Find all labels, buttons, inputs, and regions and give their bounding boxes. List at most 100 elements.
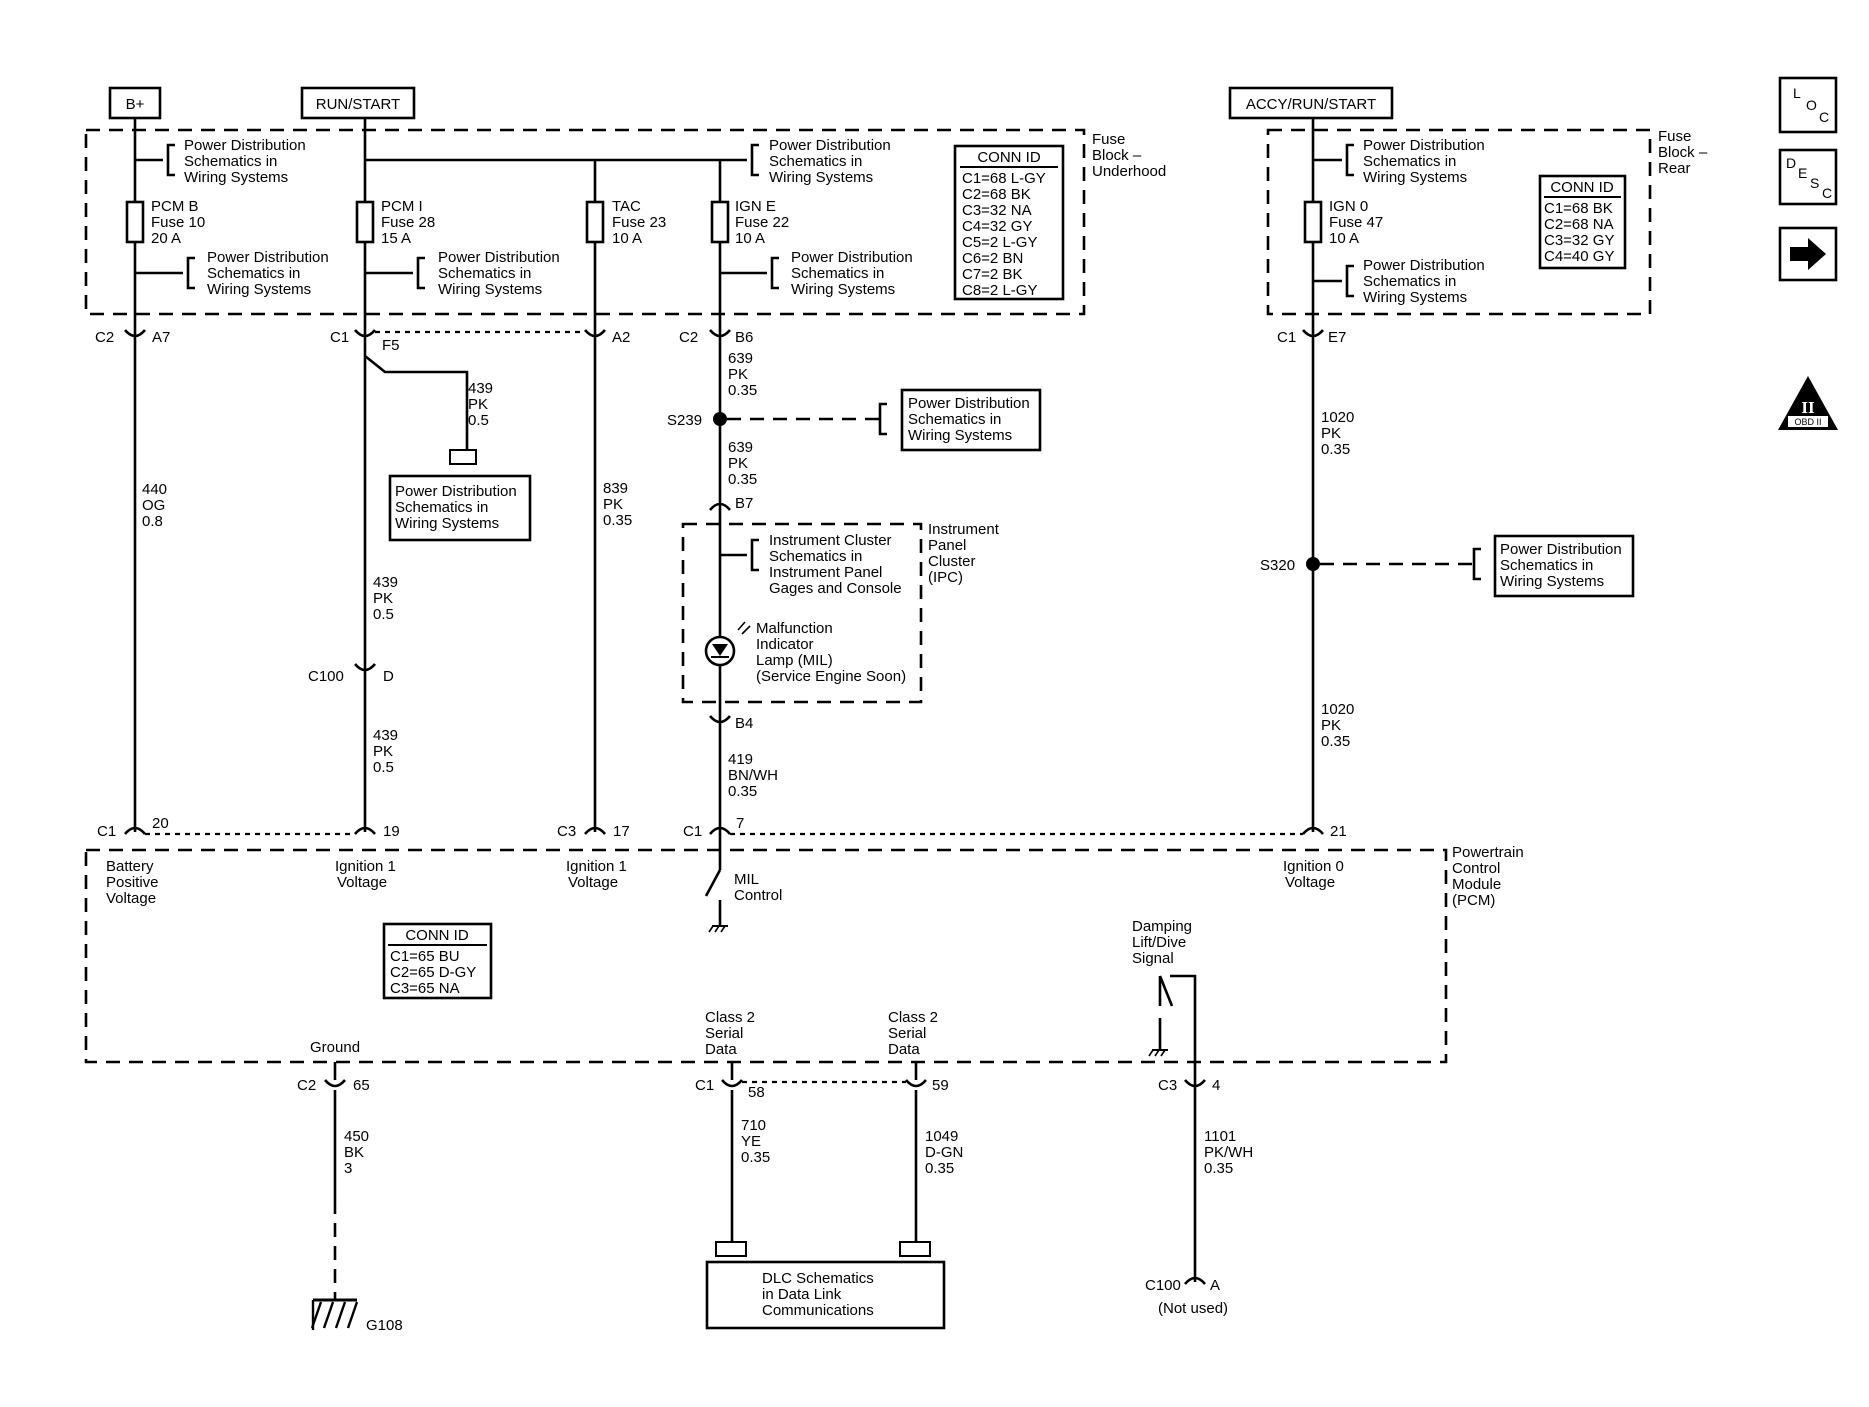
svg-text:Wiring Systems: Wiring Systems bbox=[1363, 169, 1467, 186]
wire-439-branch: 439 PK 0.5 bbox=[468, 380, 493, 429]
svg-text:Gages and Console: Gages and Console bbox=[769, 580, 902, 597]
svg-text:S320: S320 bbox=[1260, 557, 1295, 574]
svg-text:C4=32 GY: C4=32 GY bbox=[962, 218, 1032, 235]
svg-text:CONN ID: CONN ID bbox=[977, 149, 1041, 166]
conn-label-c3-damping: C3 bbox=[1158, 1077, 1177, 1094]
svg-text:C1=68 L-GY: C1=68 L-GY bbox=[962, 170, 1046, 187]
pcm-damping-signal: Damping Lift/Dive Signal bbox=[1132, 918, 1197, 1090]
conn-label-c1-a: C1 bbox=[330, 329, 349, 346]
next-arrow-button[interactable] bbox=[1778, 226, 1838, 282]
source-bplus: B+ bbox=[108, 86, 162, 120]
svg-text:D-GN: D-GN bbox=[925, 1144, 963, 1161]
svg-text:Block –: Block – bbox=[1658, 144, 1708, 161]
svg-text:0.35: 0.35 bbox=[1204, 1160, 1233, 1177]
wire-839: 839 PK 0.35 bbox=[603, 480, 632, 529]
svg-text:Fuse 28: Fuse 28 bbox=[381, 214, 435, 231]
svg-text:Data: Data bbox=[705, 1041, 737, 1058]
svg-text:839: 839 bbox=[603, 480, 628, 497]
svg-text:Power Distribution: Power Distribution bbox=[207, 249, 329, 266]
svg-text:639: 639 bbox=[728, 350, 753, 367]
conn-label-b6: B6 bbox=[735, 329, 753, 346]
svg-text:439: 439 bbox=[373, 727, 398, 744]
wire-450: 450 BK 3 bbox=[344, 1128, 369, 1177]
svg-text:0.35: 0.35 bbox=[728, 783, 757, 800]
wire-439-lower: 439 PK 0.5 bbox=[373, 727, 398, 776]
svg-text:C4=40 GY: C4=40 GY bbox=[1544, 248, 1614, 265]
conn-label-c2-b: C2 bbox=[679, 329, 698, 346]
svg-text:Schematics in: Schematics in bbox=[1363, 273, 1456, 290]
svg-text:Wiring Systems: Wiring Systems bbox=[207, 281, 311, 298]
svg-text:Signal: Signal bbox=[1132, 950, 1174, 967]
svg-text:B7: B7 bbox=[735, 495, 753, 512]
svg-text:Wiring Systems: Wiring Systems bbox=[184, 169, 288, 186]
svg-text:10 A: 10 A bbox=[735, 230, 765, 247]
pin-label-7: 7 bbox=[736, 815, 744, 832]
svg-text:C1=68 BK: C1=68 BK bbox=[1544, 200, 1613, 217]
svg-text:S: S bbox=[1810, 175, 1819, 191]
svg-text:Schematics in: Schematics in bbox=[1500, 557, 1593, 574]
svg-text:Ignition 1: Ignition 1 bbox=[566, 858, 627, 875]
svg-text:C2=68 NA: C2=68 NA bbox=[1544, 216, 1614, 233]
wire-440: 440 OG 0.8 bbox=[142, 481, 167, 530]
svg-text:C5=2 L-GY: C5=2 L-GY bbox=[962, 234, 1037, 251]
svg-text:1020: 1020 bbox=[1321, 701, 1354, 718]
source-runstart: RUN/START bbox=[300, 86, 416, 120]
desc-button[interactable]: D E S C bbox=[1778, 148, 1838, 206]
conn-label-d: D bbox=[383, 668, 394, 685]
svg-text:Fuse 10: Fuse 10 bbox=[151, 214, 205, 231]
svg-text:Schematics in: Schematics in bbox=[769, 153, 862, 170]
svg-text:Panel: Panel bbox=[928, 537, 966, 554]
svg-text:439: 439 bbox=[373, 574, 398, 591]
svg-text:Class 2: Class 2 bbox=[888, 1009, 938, 1026]
pd-branch-pcmi-bottom: Power Distribution Schematics in Wiring … bbox=[365, 249, 560, 298]
svg-text:C3=32 NA: C3=32 NA bbox=[962, 202, 1032, 219]
svg-text:Power Distribution: Power Distribution bbox=[1500, 541, 1622, 558]
svg-text:1049: 1049 bbox=[925, 1128, 958, 1145]
pd-branch-igne-bottom: Power Distribution Schematics in Wiring … bbox=[720, 249, 913, 298]
svg-text:Powertrain: Powertrain bbox=[1452, 844, 1524, 861]
pd-branch-bplus-top: Power Distribution Schematics in Wiring … bbox=[135, 137, 306, 186]
source-accy: ACCY/RUN/START bbox=[1228, 86, 1394, 120]
svg-text:450: 450 bbox=[344, 1128, 369, 1145]
source-bplus-label: B+ bbox=[126, 96, 145, 113]
svg-text:Instrument Panel: Instrument Panel bbox=[769, 564, 882, 581]
conn-label-a7: A7 bbox=[152, 329, 170, 346]
loc-button[interactable]: L O C bbox=[1778, 76, 1838, 134]
pcm-ign0-input: Ignition 0 Voltage bbox=[1283, 858, 1344, 891]
svg-text:YE: YE bbox=[741, 1133, 761, 1150]
svg-text:0.35: 0.35 bbox=[741, 1149, 770, 1166]
svg-text:0.35: 0.35 bbox=[728, 382, 757, 399]
svg-text:PK/WH: PK/WH bbox=[1204, 1144, 1253, 1161]
svg-text:639: 639 bbox=[728, 439, 753, 456]
svg-text:3: 3 bbox=[344, 1160, 352, 1177]
conn-label-c1-b: C1 bbox=[1277, 329, 1296, 346]
fuse-tac: TAC Fuse 23 10 A bbox=[585, 198, 666, 247]
pd-branch-ign0-top: Power Distribution Schematics in Wiring … bbox=[1313, 137, 1485, 186]
svg-text:Malfunction: Malfunction bbox=[756, 620, 833, 637]
svg-text:Module: Module bbox=[1452, 876, 1501, 893]
svg-text:PK: PK bbox=[373, 590, 393, 607]
wire-1020-upper: 1020 PK 0.35 bbox=[1321, 409, 1354, 458]
svg-text:Power Distribution: Power Distribution bbox=[769, 137, 891, 154]
svg-text:Data: Data bbox=[888, 1041, 920, 1058]
svg-text:C: C bbox=[1819, 109, 1829, 125]
pcm-battery-input: Battery Positive Voltage bbox=[106, 858, 159, 907]
wire-1049: 1049 D-GN 0.35 bbox=[925, 1128, 963, 1177]
svg-text:Schematics in: Schematics in bbox=[184, 153, 277, 170]
svg-text:Fuse: Fuse bbox=[1092, 131, 1125, 148]
svg-text:Cluster: Cluster bbox=[928, 553, 976, 570]
svg-text:Wiring Systems: Wiring Systems bbox=[791, 281, 895, 298]
wire-639-lower: 639 PK 0.35 bbox=[728, 439, 757, 488]
conn-label-c2-ground: C2 bbox=[297, 1077, 316, 1094]
svg-text:C100: C100 bbox=[1145, 1277, 1181, 1294]
svg-text:Fuse: Fuse bbox=[1658, 128, 1691, 145]
svg-text:Battery: Battery bbox=[106, 858, 154, 875]
pin-label-21: 21 bbox=[1330, 823, 1347, 840]
fuse-block-underhood-label: Fuse Block – Underhood bbox=[1092, 131, 1166, 180]
pd-branch-igne-top: Power Distribution Schematics in Wiring … bbox=[720, 137, 891, 186]
ground-id-label: G108 bbox=[366, 1317, 403, 1334]
svg-text:Voltage: Voltage bbox=[337, 874, 387, 891]
svg-text:Wiring Systems: Wiring Systems bbox=[438, 281, 542, 298]
pin-label-17: 17 bbox=[613, 823, 630, 840]
